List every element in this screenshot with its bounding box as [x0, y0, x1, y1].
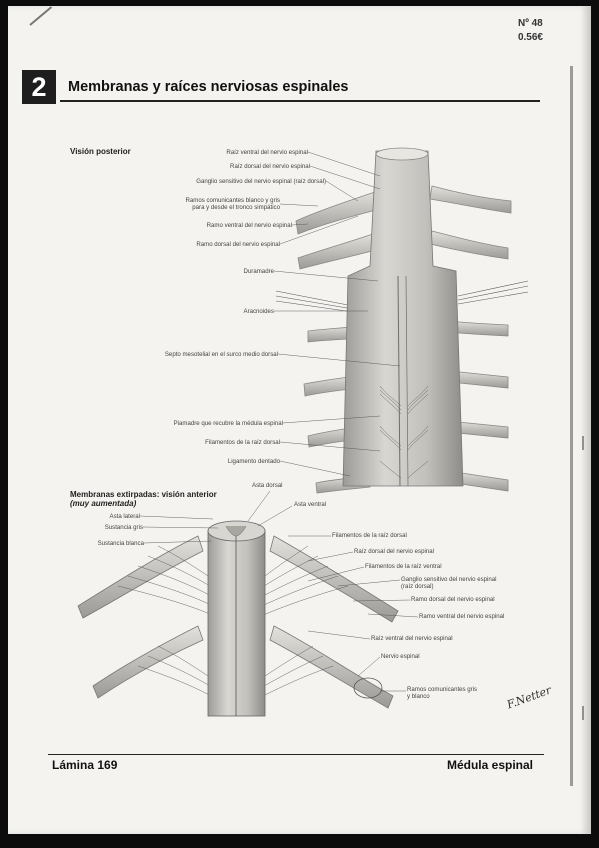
label-pia-mater: Piamadre que recubre la médula espinal	[173, 420, 283, 427]
posterior-leader-lines	[273, 151, 401, 477]
label-septum: Septo mesotelial en el surco medio dorsa…	[164, 351, 278, 358]
anterior-view-subtitle: (muy aumentada)	[70, 499, 137, 508]
label-arachnoid: Aracnoides	[243, 308, 275, 315]
margin-rule	[570, 66, 573, 786]
label-sensory-ganglion-anterior-2: (raíz dorsal)	[401, 583, 434, 590]
label-ventral-rootlets: Filamentos de la raíz ventral	[365, 563, 442, 570]
label-gray-white-rami-2: y blanco	[407, 693, 430, 700]
label-dorsal-rootlets-anterior: Filamentos de la raíz dorsal	[332, 532, 407, 539]
plate-number: Lámina 169	[52, 758, 118, 772]
posterior-view-heading: Visión posterior	[70, 147, 131, 156]
chapter-number-badge: 2	[22, 70, 56, 104]
anterior-view-drawing	[77, 520, 399, 717]
label-dorsal-ramus-anterior: Ramo dorsal del nervio espinal	[411, 596, 495, 603]
page-shadow	[581, 6, 591, 834]
label-sensory-ganglion: Ganglio sensitivo del nervio espinal (ra…	[196, 178, 326, 185]
document-page: Nº 48 0.56€ 2 Membranas y raíces nervios…	[8, 6, 591, 834]
edge-mark	[582, 706, 584, 720]
spinal-cord-illustration	[77, 147, 529, 717]
sheet-number: Nº 48	[517, 18, 543, 29]
label-ventral-root: Raíz ventral del nervio espinal	[226, 149, 308, 156]
title-rule	[60, 100, 540, 102]
label-sensory-ganglion-anterior: Ganglio sensitivo del nervio espinal	[401, 576, 497, 583]
label-lateral-horn: Asta lateral	[109, 513, 140, 520]
posterior-view-drawing	[275, 147, 529, 494]
footer-rule	[48, 754, 544, 755]
label-gray-white-rami: Ramos comunicantes gris	[407, 686, 478, 693]
label-gray-matter: Sustancia gris	[104, 524, 143, 531]
label-dorsal-root-anterior: Raíz dorsal del nervio espinal	[354, 548, 434, 555]
label-dura-mater: Duramadre	[243, 268, 274, 275]
section-name: Médula espinal	[446, 758, 533, 772]
label-white-matter: Sustancia blanca	[97, 540, 144, 547]
sheet-price: 0.56€	[517, 32, 543, 43]
label-denticulate-ligament: Ligamento dentado	[227, 458, 280, 465]
label-ventral-root-anterior: Raíz ventral del nervio espinal	[371, 635, 453, 642]
label-ventral-ramus: Ramo ventral del nervio espinal	[206, 222, 292, 229]
label-dorsal-root: Raíz dorsal del nervio espinal	[230, 163, 310, 170]
anterior-leader-lines	[139, 490, 419, 692]
edge-mark	[582, 436, 584, 450]
anterior-view-title: Membranas extirpadas: visión anterior	[70, 490, 217, 499]
label-dorsal-horn: Asta dorsal	[252, 482, 283, 489]
page-title: Membranas y raíces nerviosas espinales	[68, 79, 349, 95]
anterior-view-heading: Membranas extirpadas: visión anterior (m…	[70, 490, 217, 508]
label-ventral-ramus-anterior: Ramo ventral del nervio espinal	[419, 613, 505, 620]
label-rami-communicantes-2: para y desde el tronco simpático	[192, 204, 280, 211]
label-ventral-horn: Asta ventral	[294, 501, 327, 508]
label-rami-communicantes: Ramos comunicantes blanco y gris	[185, 197, 281, 204]
label-dorsal-ramus: Ramo dorsal del nervio espinal	[196, 241, 280, 248]
sheet-number-block: Nº 48 0.56€	[518, 17, 543, 45]
label-spinal-nerve: Nervio espinal	[381, 653, 420, 660]
label-dorsal-rootlets: Filamentos de la raíz dorsal	[205, 439, 280, 446]
